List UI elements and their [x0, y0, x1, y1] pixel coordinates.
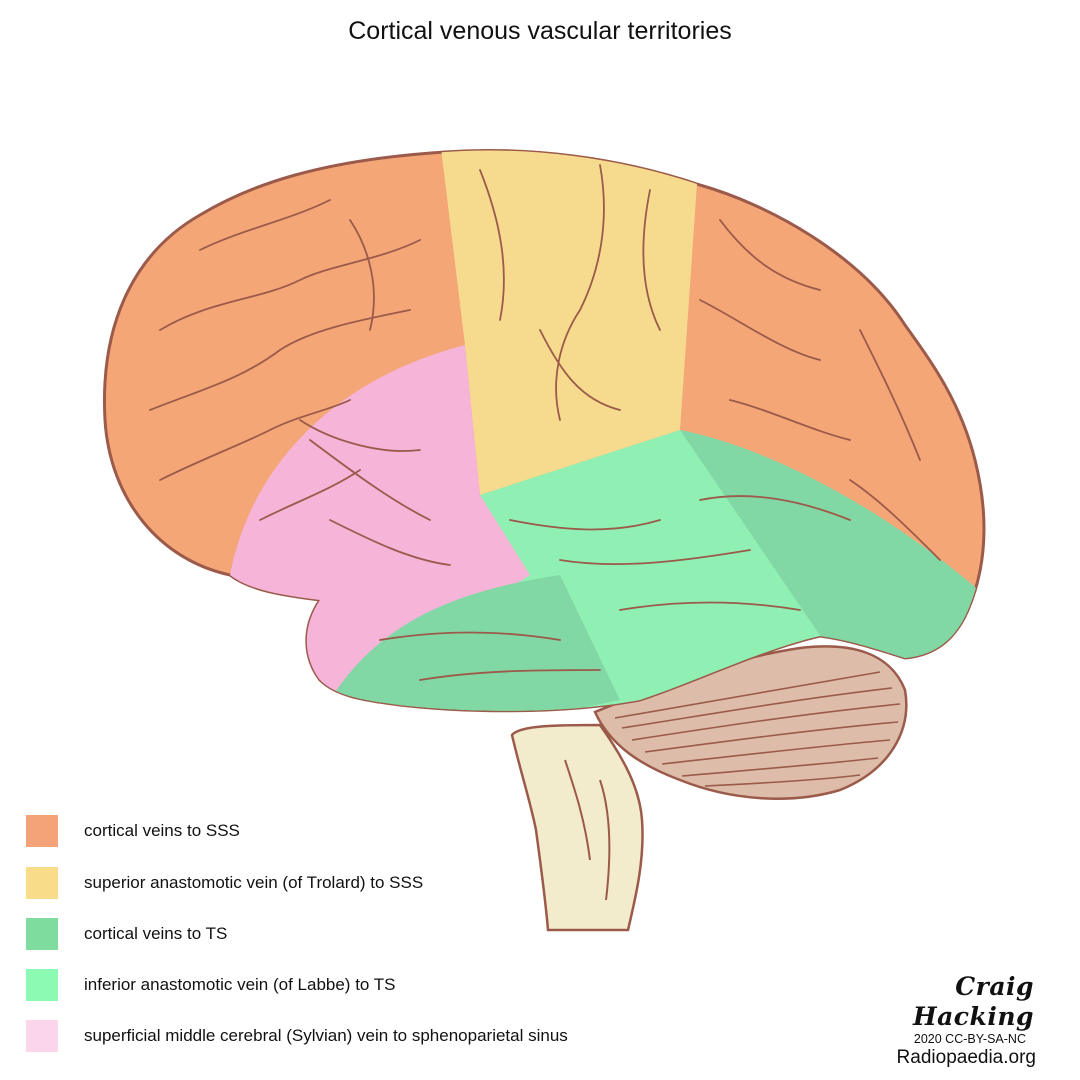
- legend-swatch: [26, 1020, 58, 1052]
- credit-author: Craig Hacking: [912, 972, 1034, 1031]
- legend-item: superior anastomotic vein (of Trolard) t…: [26, 867, 726, 899]
- legend-label: superficial middle cerebral (Sylvian) ve…: [84, 1026, 568, 1045]
- credit-site: Radiopaedia.org: [896, 1047, 1036, 1068]
- legend-item: cortical veins to SSS: [26, 815, 726, 847]
- brainstem-fold-line: [564, 759, 611, 901]
- cerebellum-folia: [614, 671, 901, 787]
- legend-swatch: [26, 815, 58, 847]
- legend-label: cortical veins to TS: [84, 924, 228, 943]
- credit-license: 2020 CC-BY-SA-NC: [913, 1032, 1026, 1046]
- diagram-title: Cortical venous vascular territories: [348, 17, 732, 45]
- legend-label: cortical veins to SSS: [84, 821, 240, 840]
- legend-item: inferior anastomotic vein (of Labbe) to …: [26, 969, 726, 1001]
- legend-label: inferior anastomotic vein (of Labbe) to …: [84, 975, 396, 994]
- cortical-sulci: [149, 164, 941, 681]
- legend-swatch: [26, 867, 58, 899]
- legend-swatch: [26, 969, 58, 1001]
- legend-label: superior anastomotic vein (of Trolard) t…: [84, 873, 424, 892]
- territory-ts-cortical-inferior: [330, 575, 620, 711]
- legend-item: superficial middle cerebral (Sylvian) ve…: [26, 1020, 726, 1052]
- legend-swatch: [26, 918, 58, 950]
- legend-item: cortical veins to TS: [26, 918, 726, 950]
- credit: Craig Hacking 2020 CC-BY-SA-NC Radiopaed…: [836, 972, 1036, 1070]
- territory-trolard: [440, 150, 700, 495]
- brainstem: [510, 723, 644, 932]
